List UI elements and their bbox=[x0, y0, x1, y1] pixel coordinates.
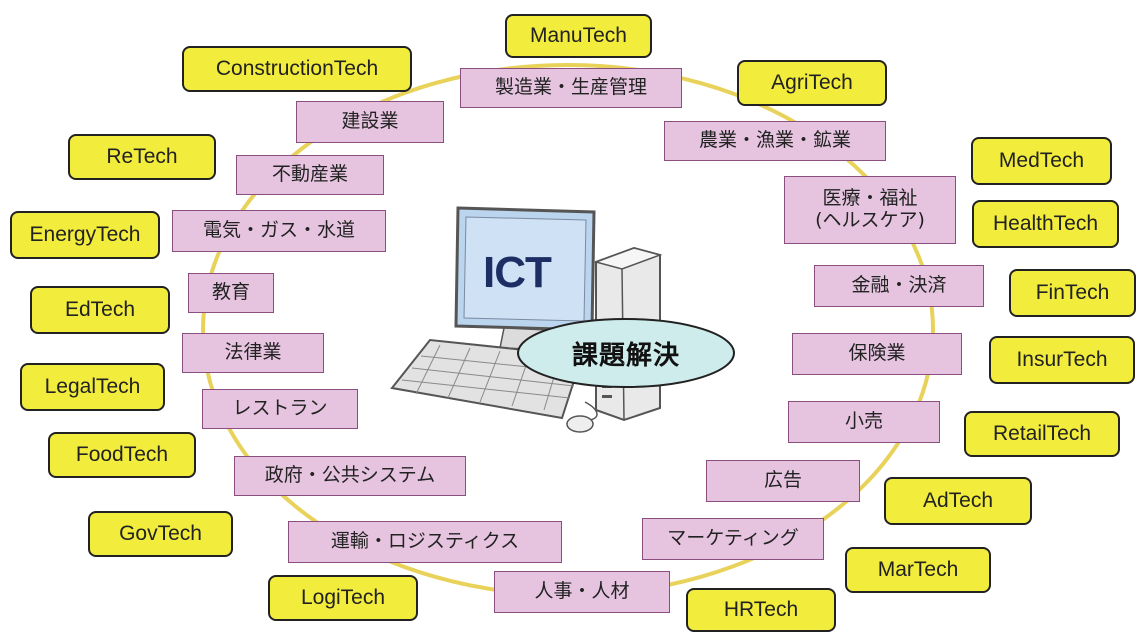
industry-box: 農業・漁業・鉱業 bbox=[664, 121, 886, 161]
industry-box: マーケティング bbox=[642, 518, 824, 560]
tech-box: MedTech bbox=[971, 137, 1112, 185]
industry-box: 電気・ガス・水道 bbox=[172, 210, 386, 252]
tech-box: HRTech bbox=[686, 588, 836, 632]
center-label: 課題解決 bbox=[571, 340, 680, 371]
tech-box: LegalTech bbox=[20, 363, 165, 411]
industry-box: 運輸・ロジスティクス bbox=[288, 521, 562, 563]
tech-box: ManuTech bbox=[505, 14, 652, 58]
tech-box: EnergyTech bbox=[10, 211, 160, 259]
mouse-icon bbox=[566, 401, 598, 433]
tech-box: HealthTech bbox=[972, 200, 1119, 248]
tech-box: GovTech bbox=[88, 511, 233, 557]
tech-box: FoodTech bbox=[48, 432, 196, 478]
industry-box: 人事・人材 bbox=[494, 571, 670, 613]
tech-box: LogiTech bbox=[268, 575, 418, 621]
tech-box: ReTech bbox=[68, 134, 216, 180]
tech-box: FinTech bbox=[1009, 269, 1136, 317]
tech-box: EdTech bbox=[30, 286, 170, 334]
industry-box: 保険業 bbox=[792, 333, 962, 375]
industry-box: 医療・福祉 (ヘルスケア) bbox=[784, 176, 956, 244]
tech-box: AdTech bbox=[884, 477, 1032, 525]
industry-box: 金融・決済 bbox=[814, 265, 984, 307]
tech-box: ConstructionTech bbox=[182, 46, 412, 92]
industry-box: 小売 bbox=[788, 401, 940, 443]
industry-box: 建設業 bbox=[296, 101, 444, 143]
tech-box: InsurTech bbox=[989, 336, 1135, 384]
industry-box: 製造業・生産管理 bbox=[460, 68, 682, 108]
industry-box: 不動産業 bbox=[236, 155, 384, 195]
tech-box: RetailTech bbox=[964, 411, 1120, 457]
center-bubble bbox=[517, 318, 735, 388]
industry-box: 法律業 bbox=[182, 333, 324, 373]
industry-box: レストラン bbox=[202, 389, 358, 429]
ict-label: ICT bbox=[483, 248, 552, 297]
industry-box: 政府・公共システム bbox=[234, 456, 466, 496]
tech-box: MarTech bbox=[845, 547, 991, 593]
tech-box: AgriTech bbox=[737, 60, 887, 106]
industry-box: 広告 bbox=[706, 460, 860, 502]
industry-box: 教育 bbox=[188, 273, 274, 313]
